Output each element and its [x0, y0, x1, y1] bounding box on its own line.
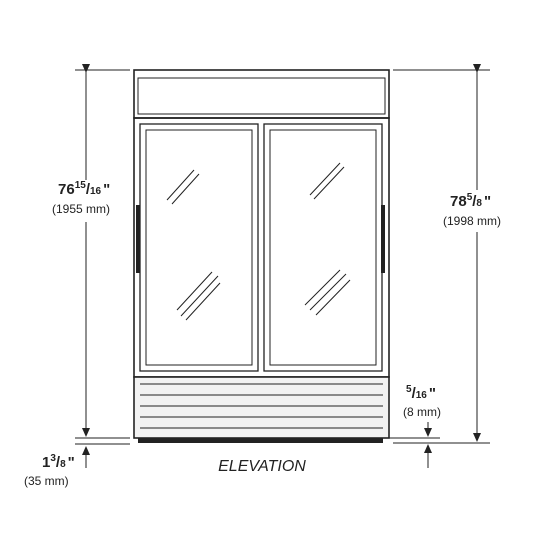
right-door-frame: [263, 123, 383, 372]
left-height-mm: (1955 mm): [52, 202, 110, 216]
elevation-caption: ELEVATION: [218, 458, 306, 475]
header-panel-outer: [133, 69, 390, 119]
left-door-glass: [145, 129, 253, 366]
bottom-left-label: 13/8": [42, 453, 75, 471]
cabinet: [133, 69, 390, 378]
right-door-handle: [381, 205, 385, 273]
bottom-right-mm: (8 mm): [403, 405, 441, 419]
base-grille: [133, 376, 390, 443]
left-height-label: 7615/16": [58, 180, 110, 198]
right-door-glass: [269, 129, 377, 366]
cabinet-body: [133, 117, 390, 378]
glass-reflections: [166, 162, 351, 321]
left-door-handle: [136, 205, 140, 273]
left-door-frame: [139, 123, 259, 372]
dimension-lines: [75, 64, 490, 468]
right-height-label: 785/8": [450, 192, 491, 210]
bottom-left-mm: (35 mm): [24, 474, 69, 488]
bottom-right-label: 5/16": [406, 384, 436, 402]
header-panel-inner: [137, 77, 386, 115]
right-height-mm: (1998 mm): [443, 214, 501, 228]
